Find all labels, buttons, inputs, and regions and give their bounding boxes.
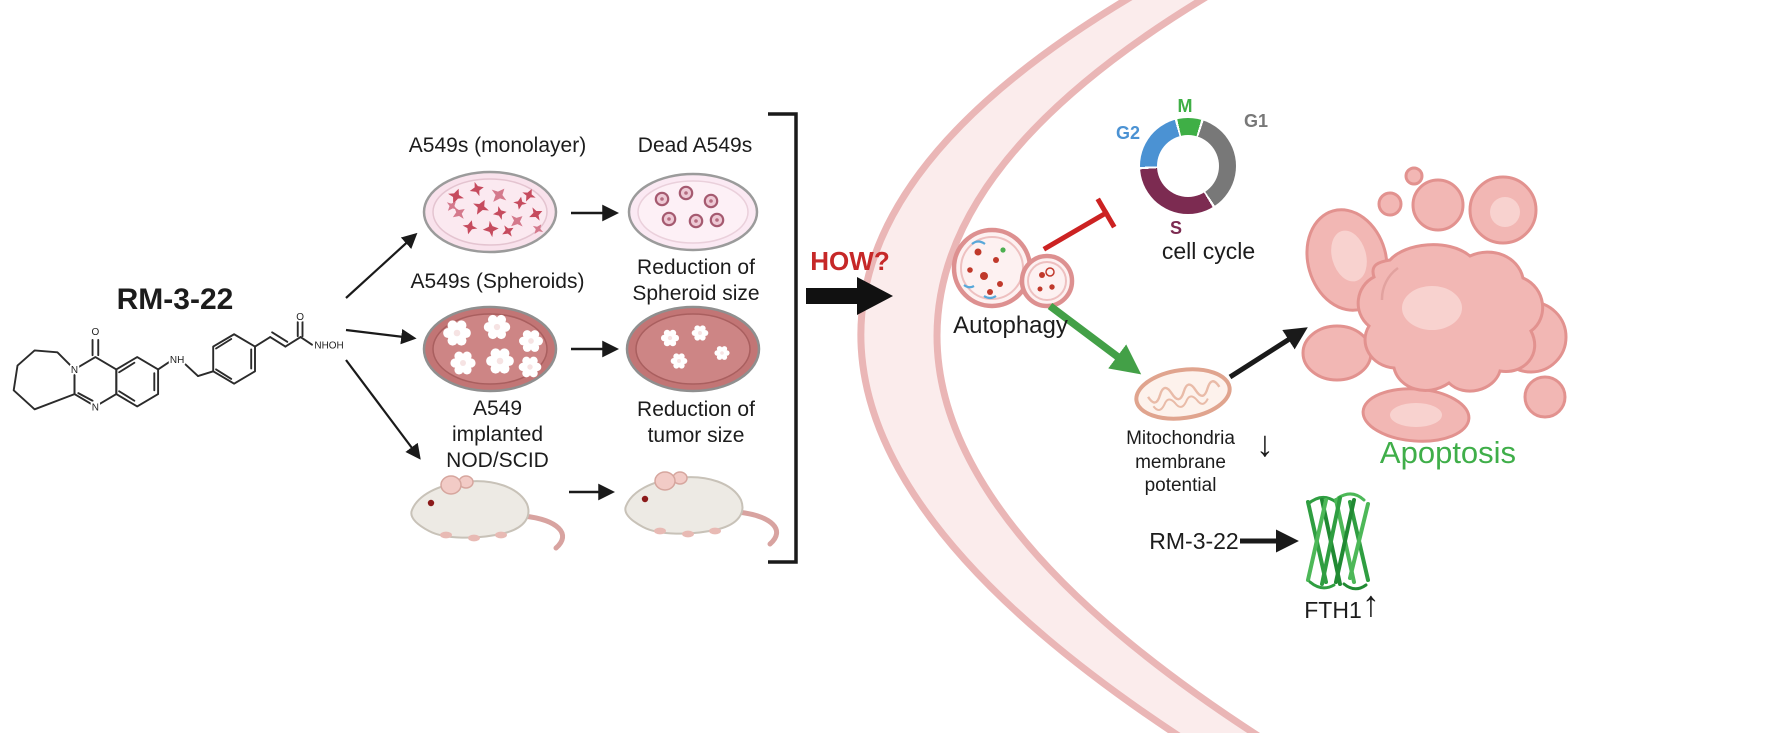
fth1-compound-label: RM-3-22 (1149, 528, 1239, 554)
mitochondria-label: Mitochondria membrane potential (1126, 428, 1235, 497)
compound-structure: N N O NH O NHOH (12, 310, 346, 415)
phase-m-label: M (1177, 96, 1193, 116)
cell-cycle-label: cell cycle (1161, 238, 1256, 264)
mito-apoptosis-arrow (1228, 327, 1308, 380)
autophagosome-icon (951, 227, 1075, 309)
increase-arrow: ↑ (1362, 583, 1380, 624)
atom-label-n1: N (71, 365, 78, 376)
decrease-arrow: ↓ (1256, 423, 1274, 464)
mouse-after-icon (625, 472, 776, 544)
dish-spheroids-small-icon (625, 305, 761, 393)
how-arrow (806, 277, 893, 315)
atom-label-nhoh: NHOH (314, 341, 343, 352)
phase-g1-label: G1 (1243, 111, 1268, 131)
model-mouse-label: A549 implanted NOD/SCID (446, 397, 549, 473)
compound-name: RM-3-22 (116, 283, 234, 316)
apoptosis-label: Apoptosis (1379, 435, 1517, 470)
apoptosis-cells-icon (1301, 166, 1568, 443)
result-monolayer-label: Dead A549s (637, 134, 753, 157)
fth1-protein-icon (1306, 492, 1370, 591)
result-spheroid-label: Reduction of Spheroid size (632, 256, 760, 306)
mouse-before-icon (411, 476, 562, 548)
mitochondria-icon (1134, 367, 1232, 421)
phase-s-label: S (1169, 218, 1182, 238)
autophagy-label: Autophagy (953, 312, 1068, 339)
inhibition-arrow (1042, 197, 1117, 252)
model-monolayer-label: A549s (monolayer) (408, 134, 587, 157)
dish-spheroids-icon (422, 305, 558, 393)
phase-g2-label: G2 (1115, 123, 1140, 143)
results-bracket (768, 112, 798, 564)
atom-label-nh: NH (170, 355, 184, 366)
dish-monolayer-icon (422, 170, 558, 254)
cell-cycle-hole (1157, 135, 1219, 197)
result-mouse-label: Reduction of tumor size (637, 398, 755, 448)
autophagy-mito-arrow (1047, 303, 1142, 375)
atom-label-o1: O (92, 327, 100, 338)
fanout-arrows (345, 232, 421, 460)
how-question: HOW? (810, 246, 890, 276)
fth1-label: FTH1 (1304, 597, 1362, 623)
model-spheroid-label: A549s (Spheroids) (410, 270, 585, 293)
atom-label-o2: O (296, 312, 304, 323)
cell-cycle-diagram (1140, 118, 1236, 214)
atom-label-n3: N (92, 402, 99, 413)
cell-membrane (857, 0, 1261, 733)
column-arrows (569, 204, 620, 501)
dish-dead-icon (627, 172, 759, 252)
